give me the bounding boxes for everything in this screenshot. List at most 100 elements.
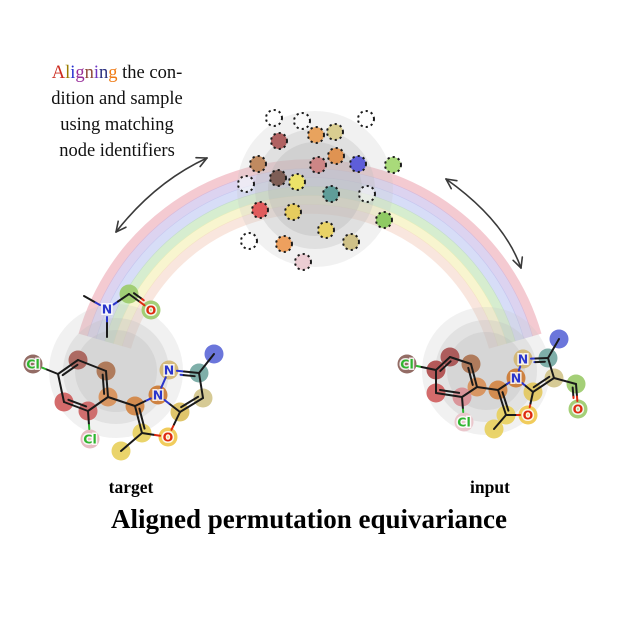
node-dot <box>249 155 267 173</box>
bond <box>134 405 143 434</box>
bond <box>532 375 551 389</box>
bond <box>532 377 555 393</box>
atom-label: Cl <box>83 431 96 446</box>
arrowhead <box>512 259 522 269</box>
right-correspondence-arrow <box>445 178 524 269</box>
arrowhead <box>445 178 453 190</box>
node-dot <box>270 132 288 150</box>
node-dot-empty <box>240 232 258 250</box>
node-dot <box>326 123 344 141</box>
bond <box>529 391 534 405</box>
node-cloud <box>237 111 393 267</box>
atom-label: N <box>511 370 521 385</box>
node-dot <box>307 126 325 144</box>
bond <box>534 357 549 360</box>
bond <box>168 402 181 413</box>
cloud-puff <box>422 307 550 435</box>
bond <box>44 368 59 375</box>
bond <box>461 396 464 411</box>
bond <box>141 432 156 436</box>
bond <box>553 377 577 385</box>
bond <box>141 298 145 302</box>
node-dot-empty <box>358 185 376 203</box>
bond <box>506 381 511 385</box>
atom-highlight <box>80 429 100 449</box>
atom-highlight <box>148 385 168 405</box>
bond <box>175 369 185 373</box>
aligning-letter: g <box>108 63 118 83</box>
atom-highlight <box>141 300 161 320</box>
aligning-letter: A <box>51 63 66 83</box>
bond <box>132 292 144 301</box>
figure-title: Aligned permutation equivariance <box>111 504 507 534</box>
bond <box>57 373 65 403</box>
bond <box>117 293 130 303</box>
bond <box>154 434 162 437</box>
bond <box>470 363 478 388</box>
bond <box>571 386 575 398</box>
bond <box>41 366 47 370</box>
node-dot-empty <box>237 175 255 193</box>
bond <box>517 365 522 372</box>
rainbow-band <box>113 195 507 347</box>
node-dot <box>288 173 306 191</box>
cloud-puff <box>75 330 157 412</box>
target-label: target <box>108 477 154 497</box>
node-dot <box>284 203 302 221</box>
bond <box>501 391 510 412</box>
atom-label: N <box>153 387 163 402</box>
bond <box>63 401 89 412</box>
input-label: input <box>470 477 510 497</box>
atom-highlight <box>513 349 533 369</box>
aligning-letter: l <box>65 63 71 83</box>
bond <box>547 338 560 359</box>
node-dot-empty <box>293 112 311 130</box>
bond <box>67 398 88 408</box>
atom-highlight <box>454 412 474 432</box>
bond <box>83 295 97 304</box>
bond <box>575 383 578 398</box>
aligning-letter: g <box>75 63 85 83</box>
bond <box>439 360 452 372</box>
node-dot <box>384 156 402 174</box>
gray-clouds <box>49 111 550 438</box>
bond <box>198 372 204 399</box>
bond <box>449 356 472 365</box>
cloud-puff <box>63 318 169 424</box>
annotation-line-1-rest: the con- <box>117 63 183 83</box>
bond <box>438 388 461 394</box>
arrow-curve <box>445 178 522 269</box>
bond <box>497 389 507 416</box>
bond <box>77 359 107 372</box>
annotation-line-1: Aligning the con- <box>24 60 210 86</box>
correspondence-arrows <box>115 156 524 269</box>
annotation-line-4: node identifiers <box>59 141 175 161</box>
node-dot <box>349 155 367 173</box>
bond <box>120 432 143 452</box>
bond <box>198 353 215 374</box>
atom-label: Cl <box>26 356 39 371</box>
bond <box>87 410 90 426</box>
atom-label: O <box>163 429 174 444</box>
atom-highlight <box>506 368 526 388</box>
aligning-colored-word: Aligning <box>52 63 118 83</box>
annotation-line-2: dition and sample <box>51 89 183 109</box>
atom-highlight <box>518 405 538 425</box>
rainbow-arc <box>78 159 542 349</box>
atom-highlight <box>568 399 588 419</box>
rainbow-band <box>95 177 525 342</box>
atom-highlight <box>23 354 43 374</box>
bond <box>183 370 200 374</box>
node-dot-empty <box>265 109 283 127</box>
bond <box>57 359 79 375</box>
bond <box>476 386 499 391</box>
aligning-letter: n <box>84 63 94 83</box>
node-dot <box>275 235 293 253</box>
atom-label: O <box>523 407 534 422</box>
atom-label: O <box>146 302 157 317</box>
aligning-letter: i <box>70 63 76 83</box>
rainbow-band <box>104 186 516 344</box>
node-dot <box>322 185 340 203</box>
